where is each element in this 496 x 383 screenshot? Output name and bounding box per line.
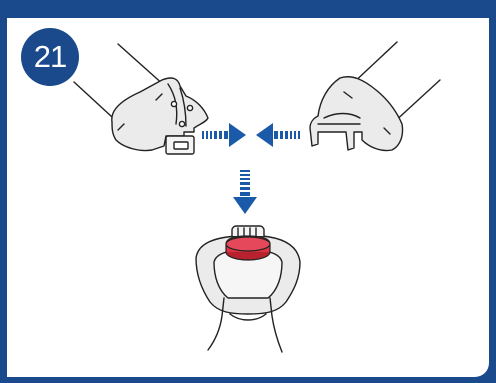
step-number-badge: 21 [21, 28, 79, 86]
assembled-part [195, 225, 301, 353]
left-half-part [73, 43, 209, 155]
release-button [225, 235, 271, 261]
dashed-arrow-down-icon [233, 170, 257, 214]
right-half-part [309, 41, 441, 152]
dashed-arrow-left-icon [256, 123, 300, 147]
dashed-arrow-right-icon [202, 123, 246, 147]
step-number: 21 [33, 39, 67, 74]
